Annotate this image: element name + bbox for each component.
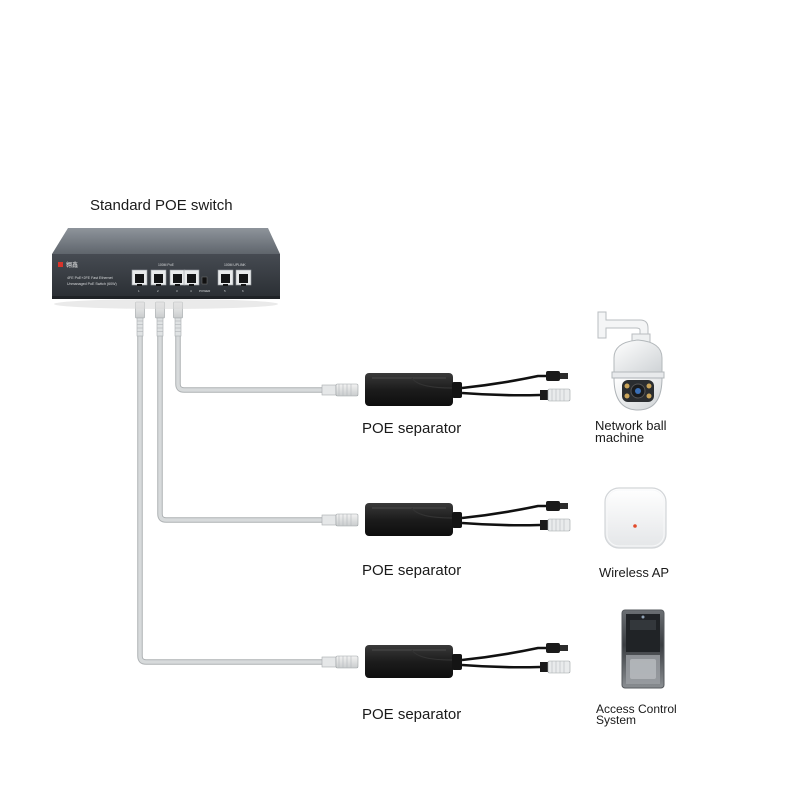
poe-switch: 翱鑫 4FE PoE+2FE Fast Ethernet Unmanaged P… [52, 228, 280, 309]
switch-title: Standard POE switch [90, 197, 233, 214]
switch-spec-line-1: 4FE PoE+2FE Fast Ethernet [67, 276, 113, 280]
device-label-camera: Network ball machine [595, 418, 667, 445]
device-label-camera-line-1: Network ball [595, 418, 667, 433]
device-label-camera-line-2: machine [595, 430, 645, 445]
svg-text:翱鑫: 翱鑫 [66, 261, 78, 269]
device-label-ap-line-1: Wireless AP [599, 565, 670, 580]
switch-port: 1 [131, 269, 148, 293]
switch-logo-icon: 翱鑫 [58, 261, 78, 269]
access-control-panel-icon [621, 609, 665, 689]
dc-barrel-plug-icon [546, 371, 568, 381]
switch-port: 5 [217, 269, 234, 293]
switch-port-number: 4 [190, 289, 192, 293]
switch-port-number: 3 [176, 289, 178, 293]
switch-port-number: 2 [157, 289, 159, 293]
poe-separators [321, 371, 571, 678]
device-label-access-control-line-2: System [596, 713, 637, 727]
switch-port: 3 [169, 269, 186, 293]
dc-barrel-plug-icon [546, 501, 568, 511]
rj45-plug-icon [540, 388, 571, 402]
poe-separator-2 [321, 501, 571, 536]
dc-barrel-plug-icon [546, 643, 568, 653]
switch-port-number: 6 [242, 289, 244, 293]
switch-port: 2 [150, 269, 167, 293]
switch-power-label: POWER [199, 289, 211, 293]
separator-label-3: POE separator [362, 706, 462, 723]
switch-spec-line-2: Unmanaged PoE Switch (60W) [67, 282, 117, 286]
separator-label-2: POE separator [362, 562, 462, 579]
rj45-plug-icon [321, 513, 359, 527]
switch-power-led-icon [201, 276, 208, 285]
switch-top-surface [52, 228, 280, 254]
switch-port-number: 1 [138, 289, 140, 293]
switch-port-number: 5 [224, 289, 226, 293]
rj45-plug-icon [321, 383, 359, 397]
rj45-plug-icon [540, 660, 571, 674]
device-label-access-control: Access Control System [596, 702, 677, 727]
ptz-dome-camera-icon [597, 311, 665, 411]
switch-port: 4 [183, 269, 200, 293]
switch-port: 6 [235, 269, 252, 293]
poe-separator-3 [321, 643, 571, 678]
separator-label-1: POE separator [362, 420, 462, 437]
wireless-ap-icon [604, 487, 667, 549]
device-label-ap: Wireless AP [599, 565, 670, 580]
ethernet-cables [135, 301, 322, 665]
switch-uplink-group-label: 100M UPLINK [224, 263, 246, 267]
device-label-access-control-line-1: Access Control [596, 702, 677, 716]
rj45-plug-icon [540, 518, 571, 532]
poe-separator-1 [321, 371, 571, 406]
rj45-plug-icon [321, 655, 359, 669]
switch-poe-group-label: 100M PoE [158, 263, 175, 267]
switch-ports: 1 2 3 4 5 6 [131, 269, 252, 293]
